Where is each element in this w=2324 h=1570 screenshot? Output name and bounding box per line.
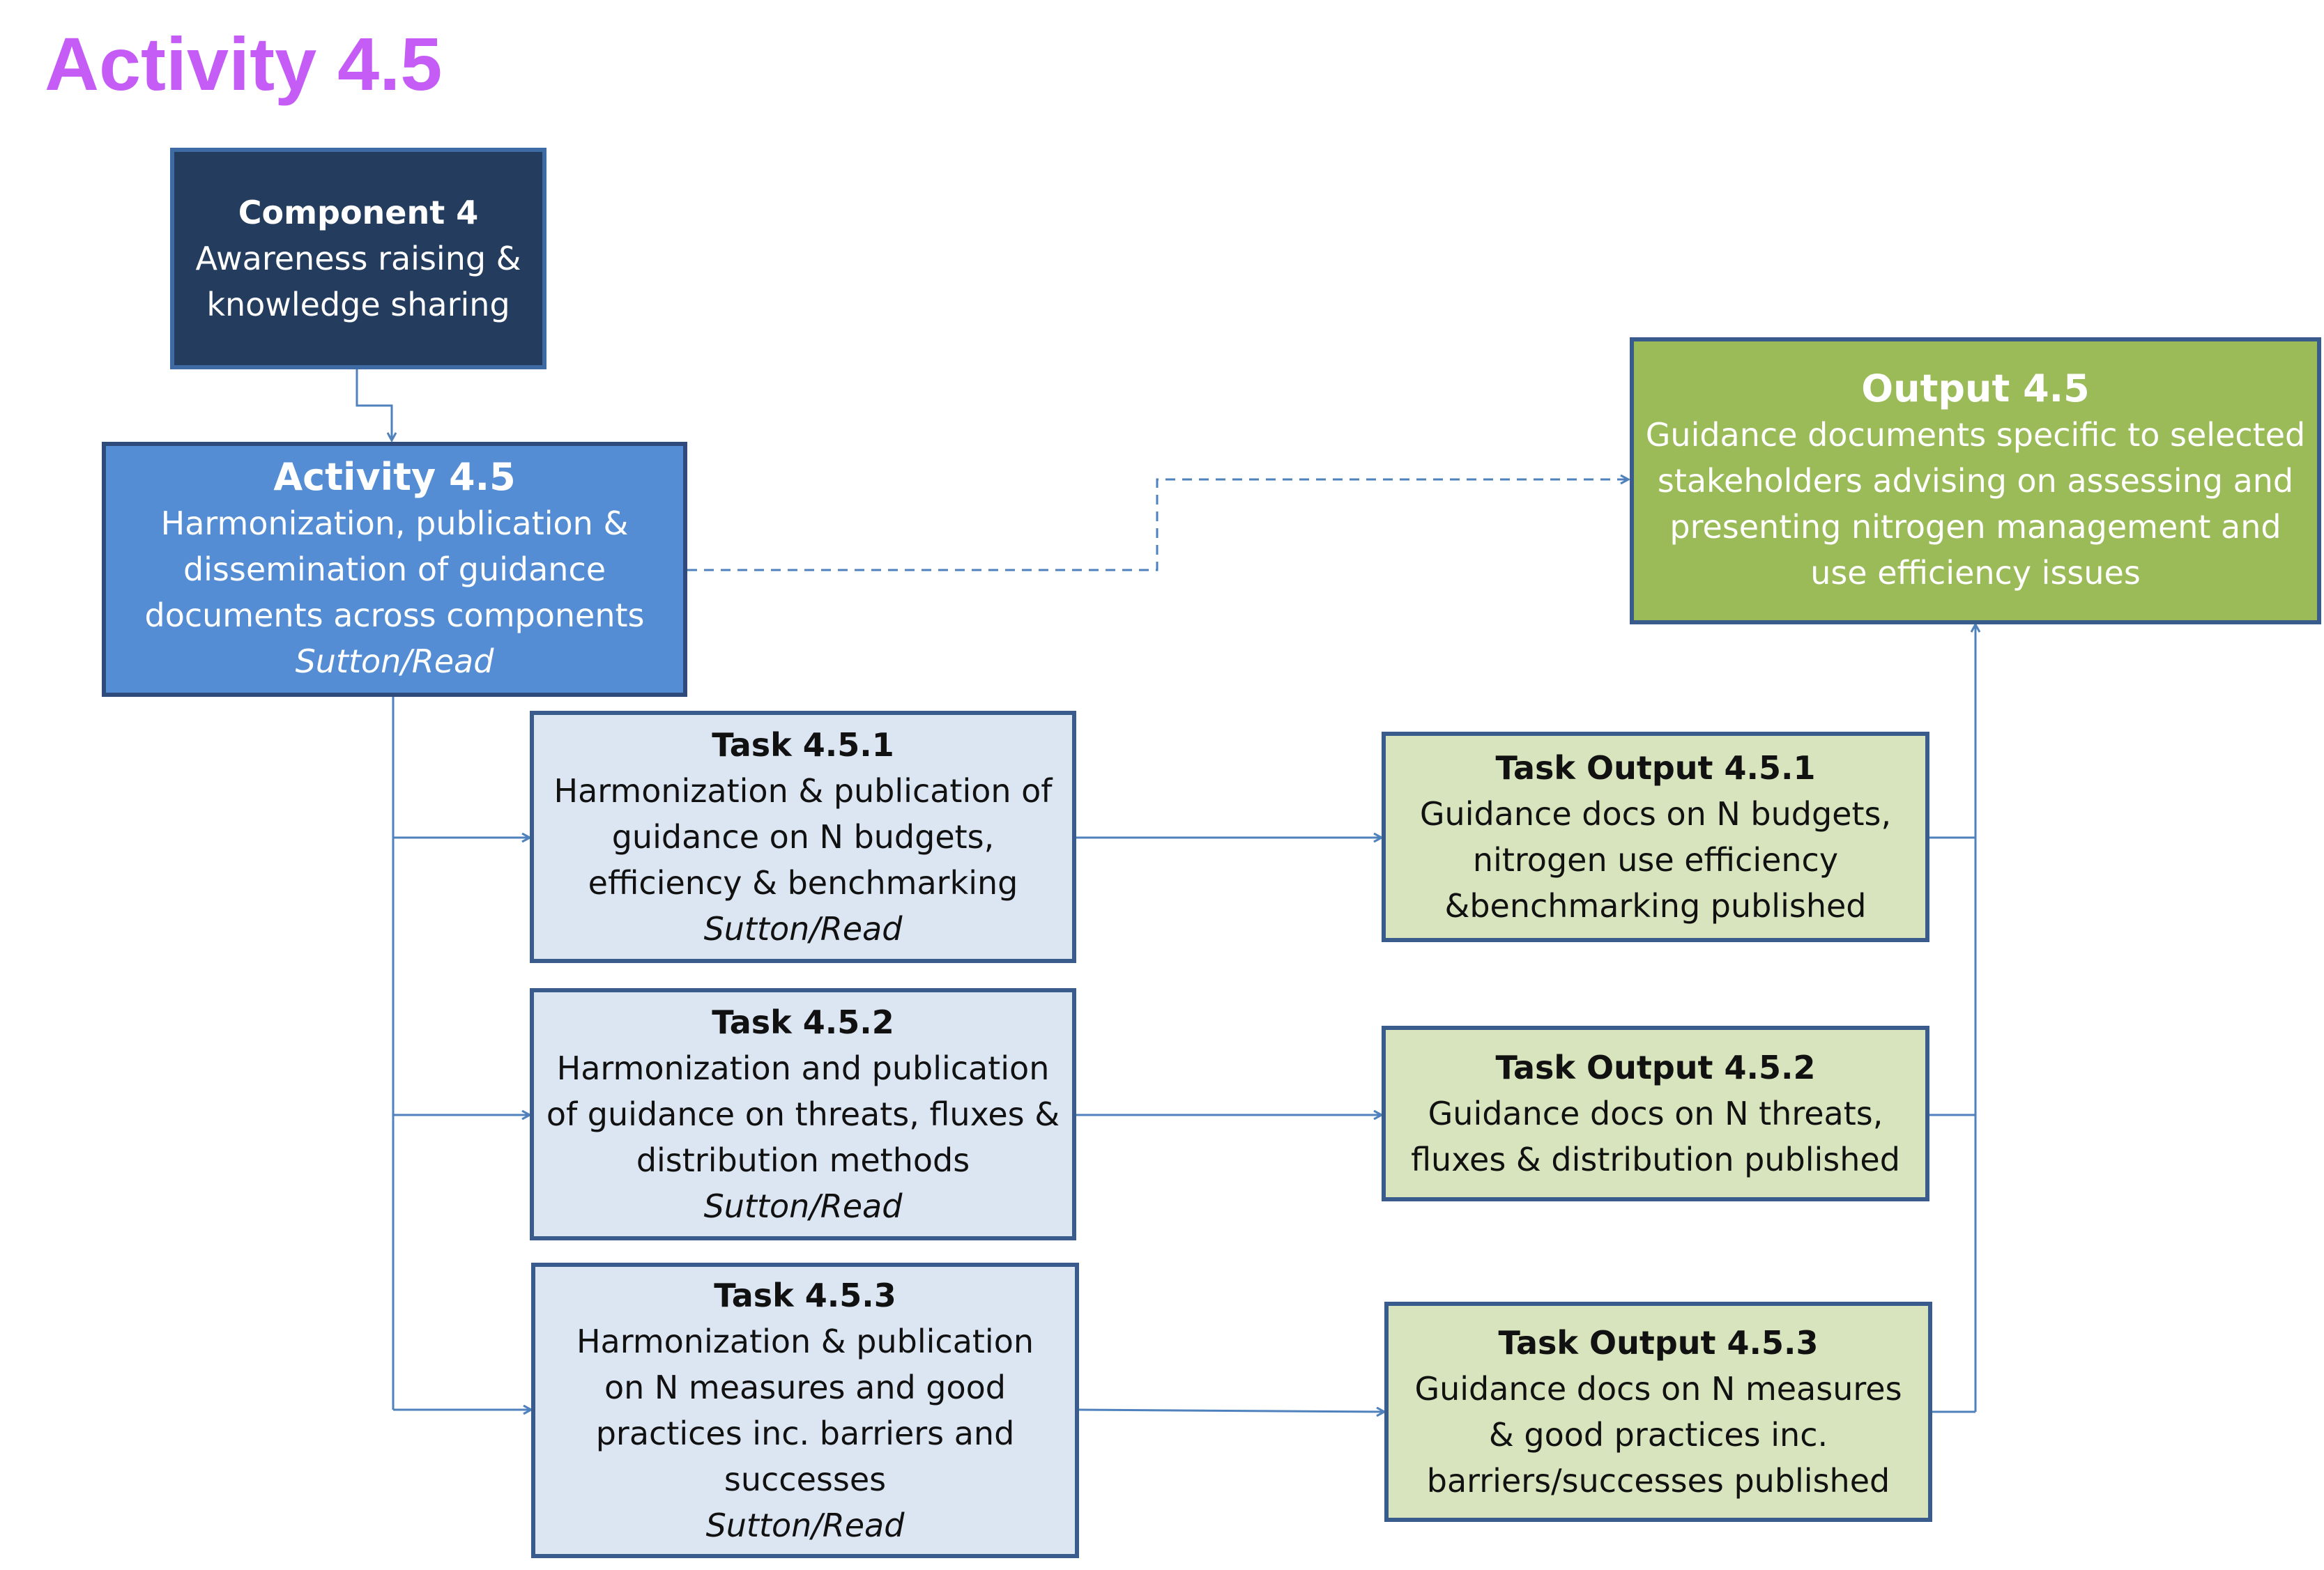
task-output-line: Guidance docs on N measures — [1414, 1370, 1902, 1408]
component-box: Component 4 Awareness raising & knowledg… — [170, 148, 546, 369]
task-line: Harmonization & publication — [576, 1323, 1034, 1360]
task-output-line: barriers/successes published — [1426, 1462, 1890, 1500]
task-output-heading: Task Output 4.5.3 — [1498, 1324, 1819, 1362]
connector-component-activity — [356, 369, 392, 440]
task-output-line: fluxes & distribution published — [1411, 1141, 1900, 1178]
task-responsible: Sutton/Read — [705, 1507, 905, 1544]
activity-box: Activity 4.5 Harmonization, publication … — [102, 442, 687, 697]
output-line: use efficiency issues — [1810, 554, 2141, 592]
task-output-line: Guidance docs on N budgets, — [1419, 795, 1892, 833]
activity-heading: Activity 4.5 — [273, 455, 516, 499]
task-line: efficiency & benchmarking — [588, 864, 1018, 902]
task-output-line: Guidance docs on N threats, — [1428, 1095, 1883, 1132]
task-heading: Task 4.5.3 — [714, 1277, 896, 1314]
task-output-box-1: Task Output 4.5.1 Guidance docs on N bud… — [1382, 732, 1929, 942]
task-line: Harmonization and publication — [556, 1049, 1050, 1087]
component-heading: Component 4 — [238, 194, 479, 231]
task-line: on N measures and good — [604, 1369, 1006, 1406]
activity-line: Harmonization, publication & — [160, 505, 629, 542]
task-output-box-3: Task Output 4.5.3 Guidance docs on N mea… — [1384, 1302, 1932, 1522]
task-line: distribution methods — [636, 1141, 970, 1179]
task-line: guidance on N budgets, — [611, 818, 995, 856]
output-box: Output 4.5 Guidance documents specific t… — [1630, 337, 2321, 624]
task-output-box-2: Task Output 4.5.2 Guidance docs on N thr… — [1382, 1026, 1929, 1201]
task-heading: Task 4.5.2 — [712, 1003, 894, 1041]
task-output-line: & good practices inc. — [1488, 1416, 1828, 1454]
output-heading: Output 4.5 — [1861, 367, 2090, 410]
connector-activity-output — [687, 479, 1628, 571]
task-line: Harmonization & publication of — [553, 772, 1053, 810]
output-line: stakeholders advising on assessing and — [1657, 462, 2294, 500]
task-box-3: Task 4.5.3 Harmonization & publication o… — [531, 1263, 1079, 1558]
component-line: Awareness raising & — [195, 240, 521, 277]
task-output-line: nitrogen use efficiency — [1472, 841, 1839, 879]
output-line: Guidance documents specific to selected — [1645, 416, 2306, 454]
task-output-heading: Task Output 4.5.1 — [1495, 749, 1816, 787]
task-box-2: Task 4.5.2 Harmonization and publication… — [530, 988, 1076, 1240]
task-output-heading: Task Output 4.5.2 — [1495, 1049, 1816, 1086]
task-heading: Task 4.5.1 — [712, 726, 894, 764]
connector-task-3-output — [1078, 1410, 1384, 1412]
activity-responsible: Sutton/Read — [295, 642, 494, 680]
activity-line: dissemination of guidance — [183, 551, 606, 588]
task-responsible: Sutton/Read — [703, 910, 903, 948]
task-responsible: Sutton/Read — [703, 1187, 903, 1225]
component-line: knowledge sharing — [206, 286, 510, 323]
activity-line: documents across components — [144, 597, 645, 634]
task-line: successes — [724, 1461, 887, 1498]
task-box-1: Task 4.5.1 Harmonization & publication o… — [530, 711, 1076, 963]
page-title: Activity 4.5 — [45, 22, 443, 106]
task-output-line: &benchmarking published — [1444, 887, 1867, 925]
task-line: practices inc. barriers and — [595, 1415, 1015, 1452]
task-line: of guidance on threats, fluxes & — [546, 1095, 1060, 1133]
output-line: presenting nitrogen management and — [1669, 508, 2281, 546]
